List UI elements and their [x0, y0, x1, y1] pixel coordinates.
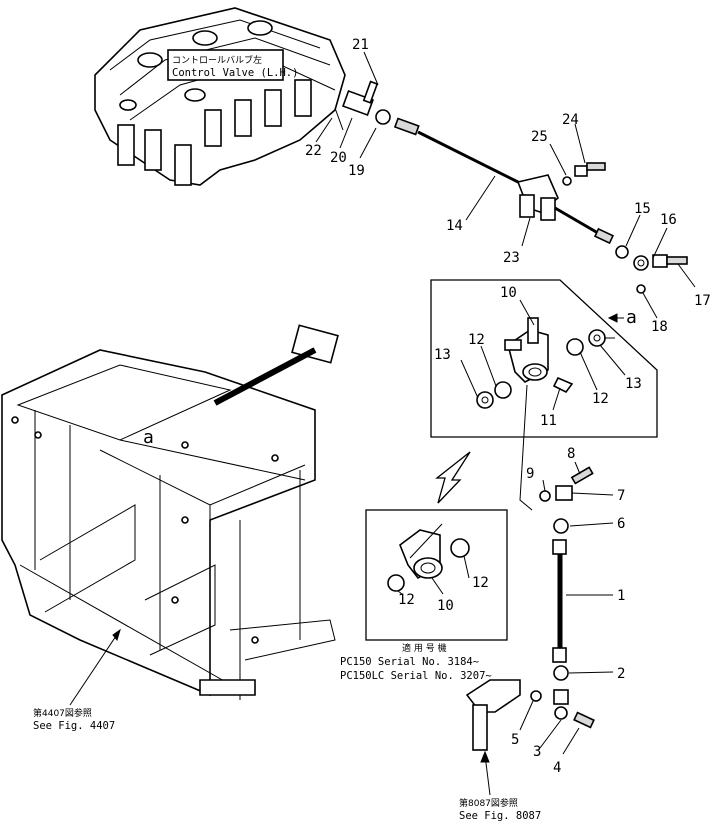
callout-22: 22	[305, 143, 322, 159]
control-valve-label: Control Valve (L.H.)	[172, 67, 298, 79]
callout-10-alt: 10	[437, 598, 454, 614]
callout-8: 8	[567, 446, 575, 462]
callout-a-frame: a	[143, 427, 154, 448]
callout-24: 24	[562, 112, 579, 128]
callout-16: 16	[660, 212, 677, 228]
callout-10: 10	[500, 285, 517, 301]
fasteners-upper	[562, 162, 688, 294]
ref-8087-jp: 第8087図参照	[459, 797, 518, 809]
callout-a-detail: a	[626, 307, 637, 328]
detail-box-outline	[430, 279, 658, 438]
callout-20: 20	[330, 150, 347, 166]
ref-8087-label: See Fig. 8087	[459, 810, 541, 822]
ref-4407-label: See Fig. 4407	[33, 720, 115, 732]
callout-13-right: 13	[625, 376, 642, 392]
callout-5: 5	[511, 732, 519, 748]
control-valve-jp-label: コントロールバルブ左	[172, 54, 262, 66]
serial-line-pc150lc: PC150LC Serial No. 3207~	[340, 670, 492, 682]
reference-arrows	[69, 313, 618, 796]
callout-12-alt-left: 12	[398, 592, 415, 608]
callout-23: 23	[503, 250, 520, 266]
callout-4: 4	[553, 760, 561, 776]
callout-1: 1	[617, 588, 625, 604]
callout-11: 11	[540, 413, 557, 429]
callout-12-alt-right: 12	[472, 575, 489, 591]
callout-12-left: 12	[468, 332, 485, 348]
hollow-arrow	[435, 451, 471, 504]
callout-12-right: 12	[592, 391, 609, 407]
control-valve-drawing	[94, 7, 346, 186]
serial-line-pc150: PC150 Serial No. 3184~	[340, 656, 479, 668]
callout-2: 2	[617, 666, 625, 682]
callout-3: 3	[533, 744, 541, 760]
callout-25: 25	[531, 129, 548, 145]
callout-19: 19	[348, 163, 365, 179]
callout-15: 15	[634, 201, 651, 217]
lower-rod-drawing	[465, 384, 595, 751]
callout-6: 6	[617, 516, 625, 532]
serial-jp-label: 適 用 号 機	[402, 642, 447, 654]
alt-lever-drawing	[387, 529, 470, 592]
callout-7: 7	[617, 488, 625, 504]
callout-21: 21	[352, 37, 369, 53]
callout-18: 18	[651, 319, 668, 335]
callout-13-left: 13	[434, 347, 451, 363]
frame-drawing	[1, 324, 339, 700]
alt-detail-box-outline	[365, 509, 508, 641]
callout-17: 17	[694, 293, 711, 309]
ref-4407-jp: 第4407図参照	[33, 707, 92, 719]
lever-assembly-drawing	[476, 317, 606, 409]
rod-14-drawing	[334, 80, 615, 245]
callout-9: 9	[526, 466, 534, 482]
callout-14: 14	[446, 218, 463, 234]
